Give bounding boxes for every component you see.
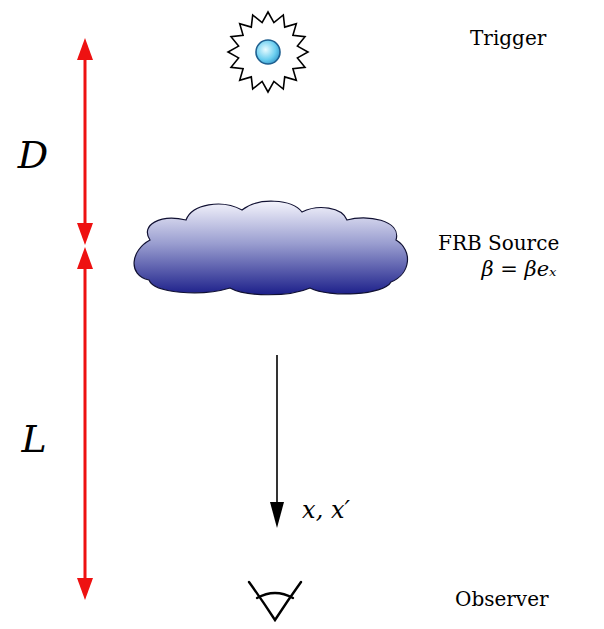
trigger-star [228,12,308,92]
distance-label: L [21,419,46,461]
dimension-arrows [77,38,93,600]
trigger-label: Trigger [470,27,546,49]
axis-label: x, x′ [302,497,350,523]
distance-label: D [18,135,48,177]
trigger-core [256,40,280,64]
observer-label: Observer [455,588,549,610]
propagation-arrow [270,355,284,528]
source-label: FRB Source [438,232,559,254]
observer-eye [249,582,301,620]
frb-cloud [134,201,407,295]
velocity-label: β = βeₓ [481,258,556,281]
